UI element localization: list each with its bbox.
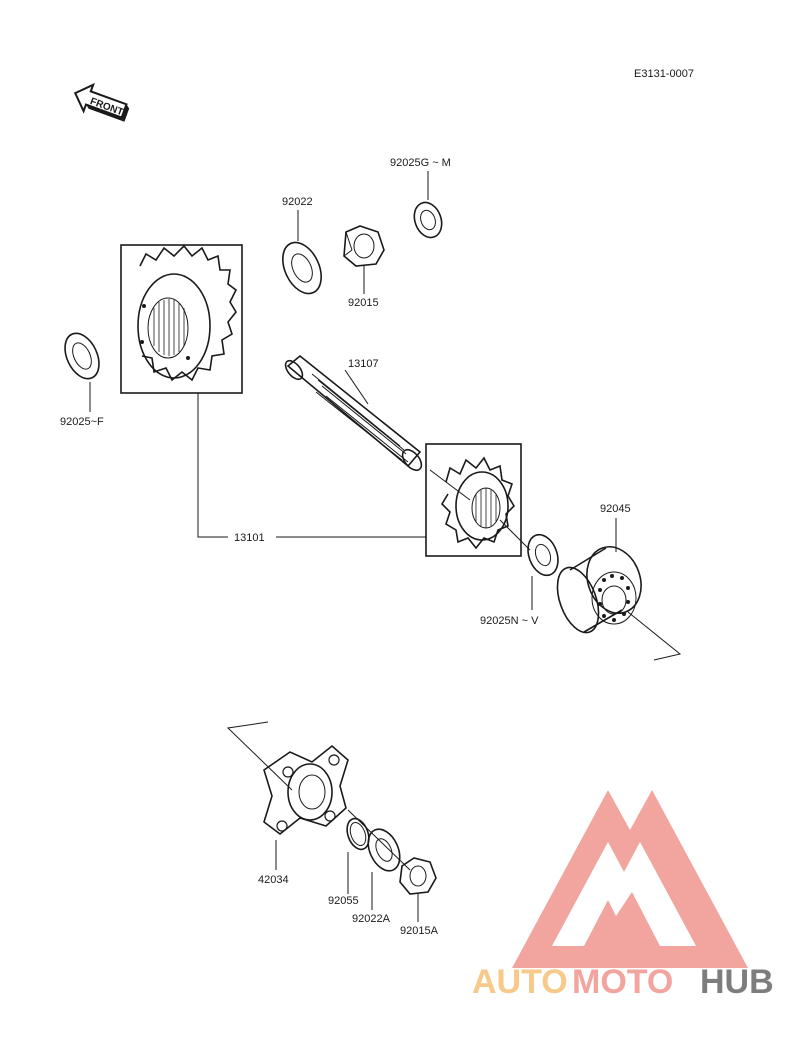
automotohub-logo	[512, 790, 748, 968]
washer-92022a: 92022A	[352, 828, 401, 925]
label-92025f: 92025~F	[60, 416, 104, 428]
shaft-13107: 13107	[284, 354, 423, 472]
washer-92025n-v: 92025N ~ V	[480, 533, 559, 627]
diagram-code: E3131-0007	[634, 68, 694, 80]
label-92045: 92045	[600, 503, 631, 515]
label-92022: 92022	[282, 196, 313, 208]
callout-13101: 13101	[197, 393, 426, 544]
hub-flange-42034: 42034	[258, 744, 349, 886]
logo-triangle-inner	[552, 842, 696, 946]
label-13107: 13107	[348, 358, 379, 370]
label-92025n-v: 92025N ~ V	[480, 615, 539, 627]
axis-line-gear-washer	[499, 519, 531, 551]
watermark-text: AUTO MOTO HUB	[472, 963, 774, 1001]
axis-line-bearing	[627, 611, 682, 661]
label-92015: 92015	[348, 297, 379, 309]
bearing-92045: 92045	[556, 503, 642, 634]
nut-92015a: 92015A	[399, 857, 439, 937]
oring-92055: 92055	[328, 817, 370, 907]
label-92022a: 92022A	[352, 913, 391, 925]
label-92025g-m: 92025G ~ M	[390, 157, 451, 169]
axis-line-fasteners	[347, 809, 411, 871]
bevel-gear-small	[425, 443, 522, 557]
label-13101: 13101	[234, 532, 265, 544]
front-arrow-icon: FRONT	[73, 82, 130, 122]
label-92055: 92055	[328, 895, 359, 907]
axis-line-shaft-gear	[429, 469, 471, 501]
label-42034: 42034	[258, 874, 289, 886]
washer-92025f: 92025~F	[60, 332, 104, 428]
label-92015a: 92015A	[400, 925, 439, 937]
bevel-gear-large	[120, 244, 243, 394]
watermark-auto: AUTO	[472, 963, 568, 1001]
washer-92022: 92022	[282, 196, 322, 295]
large-gear-teeth	[139, 244, 238, 382]
axis-line-hub	[226, 721, 293, 791]
watermark-moto: MOTO	[572, 963, 673, 1001]
washer-92025g-m: 92025G ~ M	[390, 157, 451, 239]
nut-92015: 92015	[343, 225, 385, 309]
watermark-hub: HUB	[700, 963, 774, 1001]
